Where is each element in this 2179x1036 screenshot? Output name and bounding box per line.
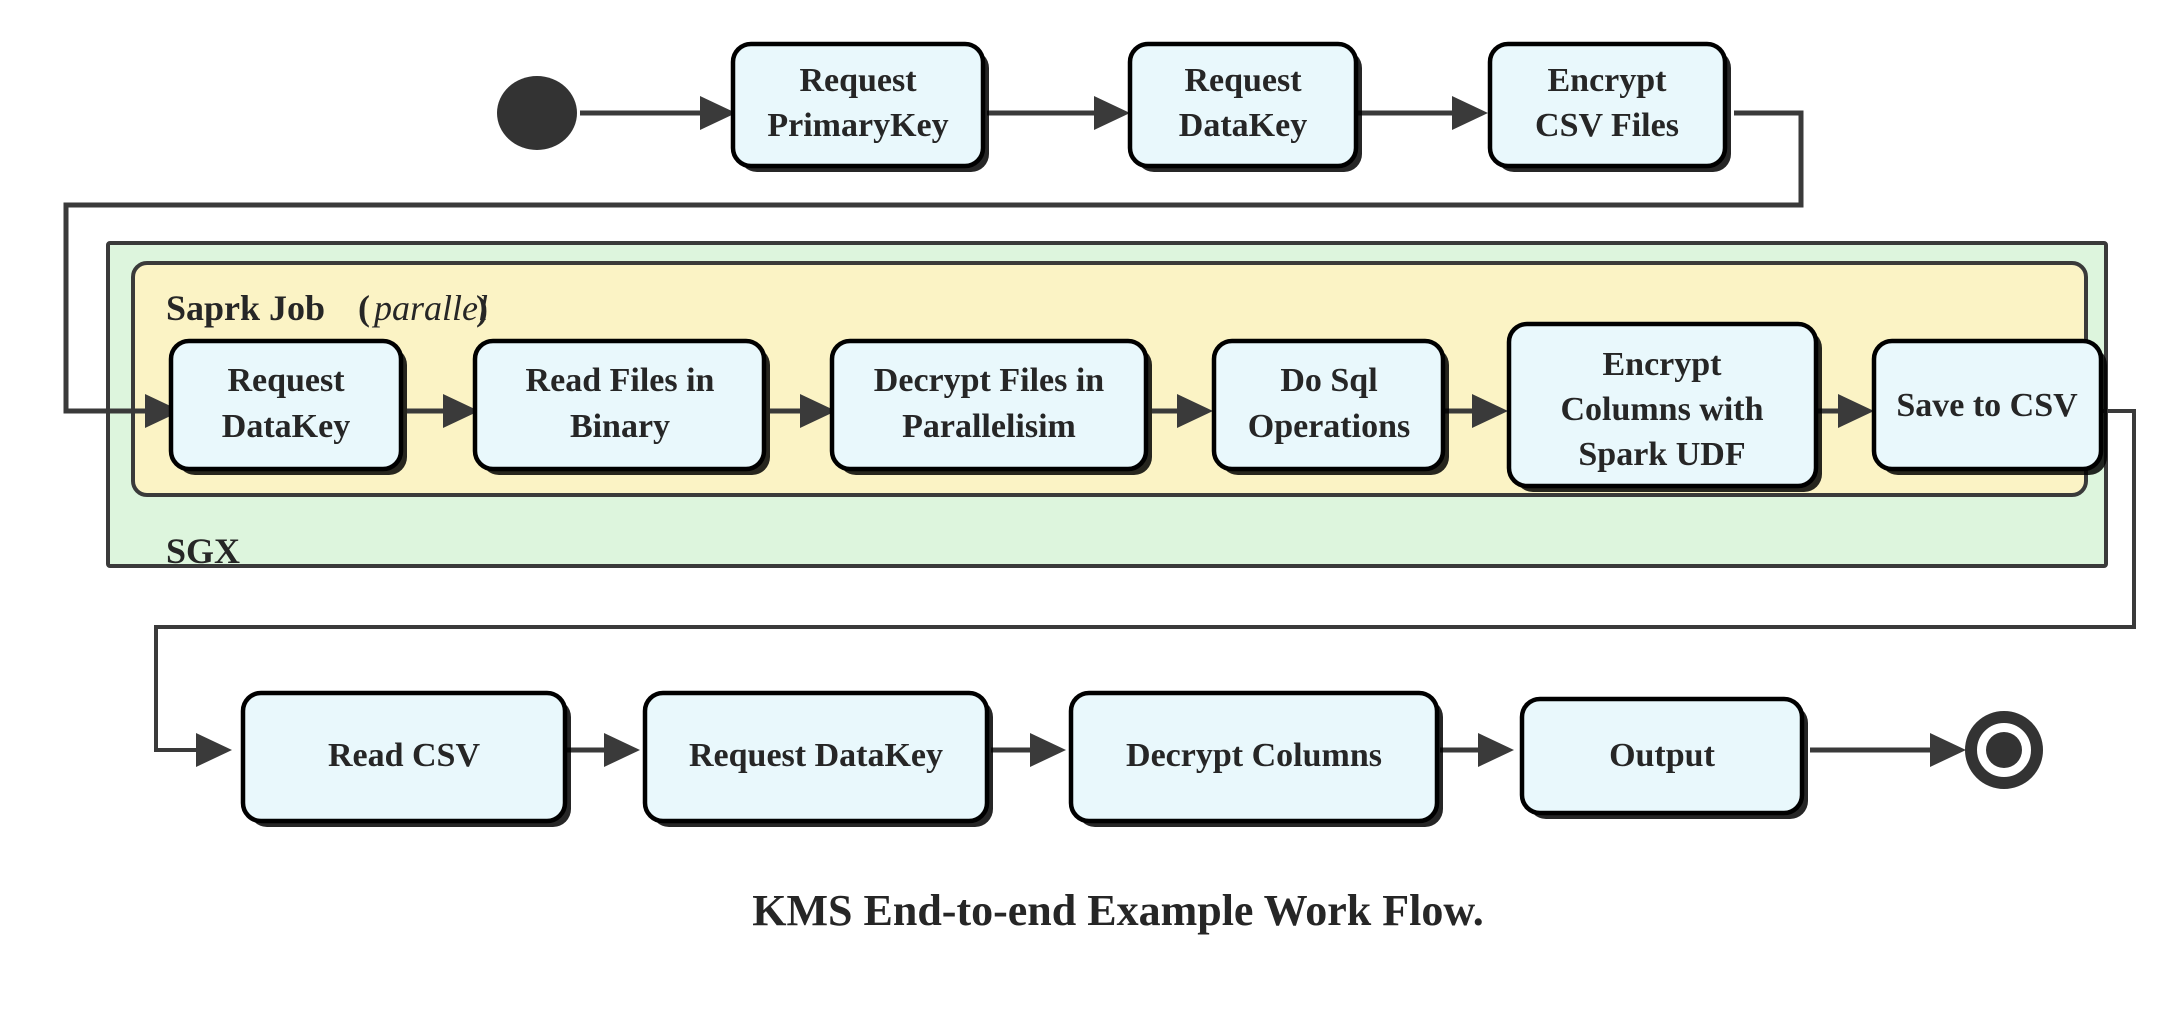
node-label-line: Read CSV [328,737,481,774]
spark-job-label-paren-close: ) [476,288,488,328]
node-request-datakey-top[interactable]: Request DataKey [1127,41,1362,172]
spark-job-label: Saprk Job ( parallel ) [166,288,488,328]
node-read-csv[interactable]: Read CSV [240,690,571,827]
node-encrypt-csv-files[interactable]: Encrypt CSV Files [1487,41,1731,172]
node-encrypt-columns-with-spark-udf[interactable]: Encrypt Columns with Spark UDF [1506,321,1822,492]
node-decrypt-columns[interactable]: Decrypt Columns [1068,690,1443,827]
node-request-datakey-bottom[interactable]: Request DataKey [642,690,993,827]
spark-job-label-italic: parallel [371,288,488,328]
sgx-label-text: SGX [166,531,240,571]
edge-encrypt-csv-files-to-request-datakey-spark [63,110,1804,428]
node-label-line: Request [227,362,345,399]
start-node [497,76,577,150]
node-label-line: Output [1609,737,1715,774]
node-label-line: Save to CSV [1896,387,2078,424]
node-label-line: CSV Files [1535,107,1679,144]
edge-request-datakey-top-to-encrypt-csv-files [1358,96,1488,130]
node-output[interactable]: Output [1519,696,1808,819]
node-label-line: DataKey [222,408,350,445]
node-read-files-in-binary[interactable]: Read Files in Binary [472,338,770,475]
edge-read-csv-to-request-datakey-bottom [566,733,640,767]
node-label-line: Do Sql [1280,362,1377,399]
node-label-line: Spark UDF [1578,436,1745,473]
spark-job-label-main: Saprk Job [166,288,325,328]
edge-decrypt-files-to-do-sql-operations [1152,394,1213,428]
edge-decrypt-columns-to-output [1440,733,1514,767]
edge-read-files-in-binary-to-decrypt-files [770,394,836,428]
node-label-line: Decrypt Columns [1126,737,1382,774]
edge-request-primarykey-to-request-datakey-top [987,96,1130,130]
node-label-line: Parallelisim [902,408,1076,445]
diagram-caption: KMS End-to-end Example Work Flow. [752,886,1483,935]
edge-start-to-request-primarykey [580,96,736,130]
node-label-line: Operations [1248,408,1410,445]
node-label-line: Binary [570,408,670,445]
edge-request-datakey-bottom-to-decrypt-columns [991,733,1066,767]
node-label-line: Encrypt [1603,346,1723,383]
node-save-to-csv[interactable]: Save to CSV [1871,338,2107,475]
node-request-primarykey[interactable]: Request PrimaryKey [730,41,989,172]
node-decrypt-files-in-parallelisim[interactable]: Decrypt Files in Parallelisim [829,338,1152,475]
sgx-label: SGX [166,531,240,571]
node-label-line: Encrypt [1548,62,1668,99]
edge-request-datakey-spark-to-read-files-in-binary [407,394,479,428]
node-label-line: PrimaryKey [767,107,948,144]
node-label-line: Decrypt Files in [874,362,1104,399]
node-label-line: Read Files in [526,362,715,399]
node-do-sql-operations[interactable]: Do Sql Operations [1211,338,1449,475]
node-label-line: Request [799,62,917,99]
edge-save-to-csv-to-read-csv [154,409,2136,767]
node-label-line: Request DataKey [689,737,943,774]
edge-output-to-end-node [1810,733,1966,767]
spark-job-label-paren-open: ( [358,288,370,328]
node-label-line: DataKey [1179,107,1307,144]
end-node [1965,711,2043,789]
node-request-datakey-spark[interactable]: Request DataKey [168,338,407,475]
node-label-line: Columns with [1560,391,1763,428]
node-label-line: Request [1184,62,1302,99]
